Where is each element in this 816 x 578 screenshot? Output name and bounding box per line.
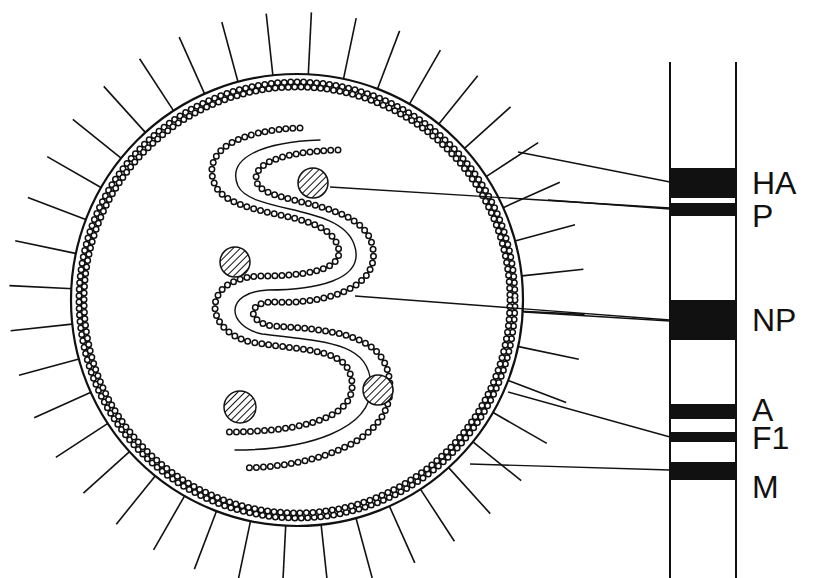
band-label: M [752,471,779,503]
band-label: HA [752,167,796,199]
envelope [71,74,523,526]
spike [343,18,356,81]
spike [463,107,511,150]
spike [56,422,110,457]
spike [104,86,147,133]
spike [140,59,175,113]
spike [179,37,205,95]
spike [116,474,156,524]
spike [283,524,286,578]
nucleoprotein-strand [212,128,390,468]
band-label: F1 [752,422,789,454]
spike [9,286,73,289]
spike [438,76,478,126]
band-label: NP [752,304,796,336]
surface-spikes [9,12,584,578]
spike [409,50,441,105]
band-label: P [752,200,773,232]
spike [11,324,75,331]
spike [419,488,454,542]
spike [266,14,273,78]
spike [516,346,579,359]
spike [83,450,130,493]
spike [238,519,251,578]
spike [28,197,88,220]
spike [356,516,373,578]
spike [491,412,547,444]
spike [308,12,311,76]
polymerase-particle [220,168,393,423]
spike [520,269,584,276]
spike [321,523,328,578]
spike [471,441,521,481]
spike [47,157,102,189]
gel-lane [670,62,736,578]
spike [377,31,400,91]
spike [501,182,559,208]
spike [19,359,81,376]
spike [222,22,239,84]
spike [73,119,123,159]
spike [485,143,539,178]
spike [389,504,415,562]
spike [447,466,490,513]
spike [154,494,186,550]
spike [34,392,92,418]
matrix-layer [79,82,515,518]
spike [15,241,78,254]
spike [513,225,575,242]
leader-line [330,152,670,470]
spike [194,509,217,569]
